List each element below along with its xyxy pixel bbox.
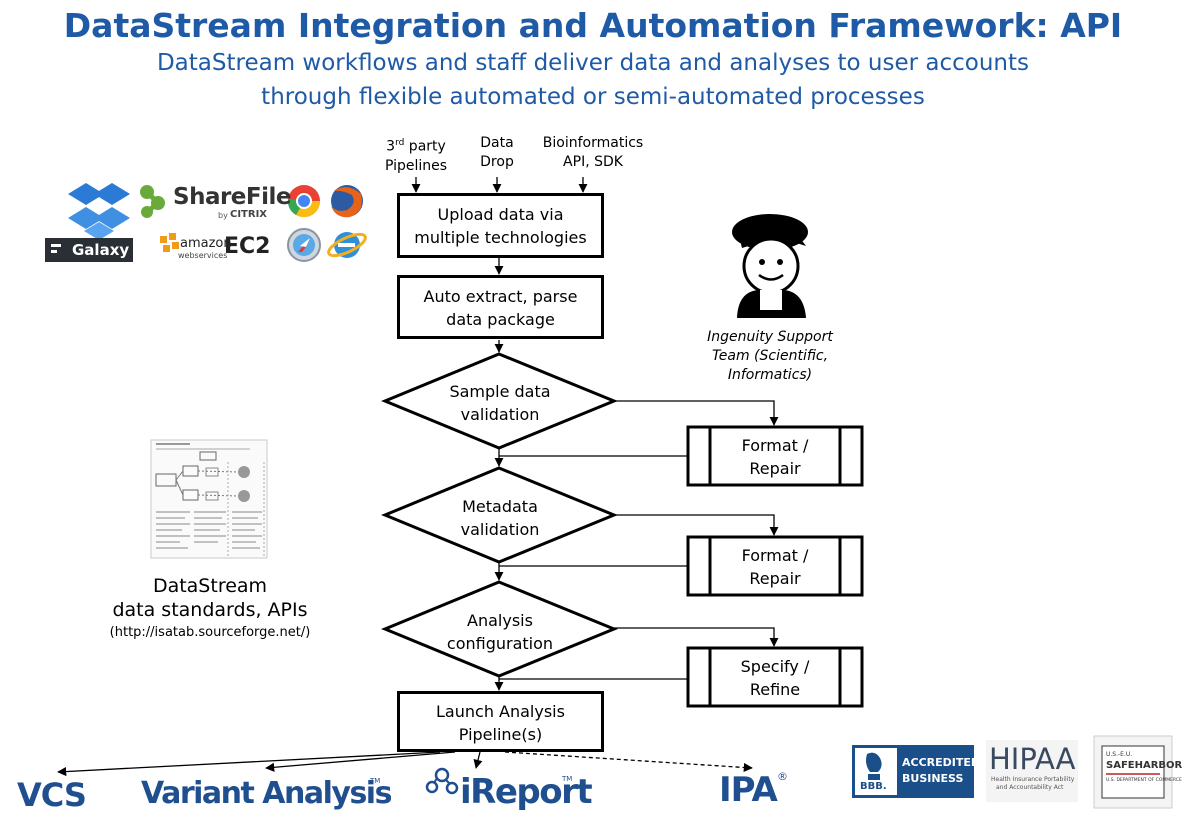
vcs-logo: VCS — [17, 776, 87, 814]
safeharbor-top-text: U.S.-E.U. — [1106, 751, 1133, 758]
bbb-mark-text: BBB. — [860, 781, 887, 792]
firefox-icon — [331, 185, 363, 218]
safari-icon — [287, 228, 321, 262]
safeharbor-badge — [1093, 735, 1173, 809]
arrow-to-vcs — [57, 751, 441, 777]
bbb-business-text: BUSINESS — [902, 772, 964, 785]
sharefile-logo-text: ShareFile — [173, 184, 291, 210]
galaxy-logo-text: Galaxy — [72, 241, 130, 259]
process-format-repair-1 — [686, 425, 864, 487]
variant-analysis-logo: Variant Analysis — [141, 776, 392, 811]
arrow-to-ireport — [473, 751, 483, 769]
citrix-by-text: by — [218, 211, 228, 220]
ipa-registered-mark: ® — [777, 770, 788, 783]
ireport-icon — [425, 767, 459, 795]
ec2-logo-text: EC2 — [224, 234, 271, 259]
hipaa-badge — [986, 740, 1078, 802]
hipaa-subtitle-1: Health Insurance Portability — [991, 776, 1075, 783]
ipa-logo: IPA — [719, 770, 778, 810]
variant-analysis-tm: TM — [370, 777, 381, 785]
arrow-to-variant-analysis — [265, 751, 456, 772]
support-person-icon — [732, 214, 808, 318]
internet-explorer-icon — [327, 232, 367, 258]
format-repair-2-label: Format /Repair — [741, 546, 809, 588]
decision-metadata-validation — [381, 466, 618, 564]
hipaa-subtitle-2: and Accountability Act — [996, 784, 1064, 791]
decision-analysis-configuration — [381, 580, 618, 678]
webservices-logo-text: webservices — [178, 251, 228, 260]
ireport-logo: iReport — [460, 772, 593, 812]
galaxy-logo — [45, 238, 133, 262]
bbb-accredited-badge — [852, 745, 974, 798]
aws-icon — [160, 233, 179, 252]
citrix-logo-text: CITRIX — [230, 209, 268, 220]
hipaa-title: HIPAA — [989, 742, 1076, 776]
sharefile-icon — [140, 185, 165, 218]
isatab-url[interactable]: (http://isatab.sourceforge.net/) — [109, 625, 311, 640]
subtitle-line-2: through flexible automated or semi-autom… — [261, 84, 925, 110]
page-title: DataStream Integration and Automation Fr… — [63, 6, 1123, 45]
bbb-accredited-text: ACCREDITED — [902, 756, 981, 769]
chrome-icon — [287, 185, 321, 218]
isatab-document-thumbnail — [150, 439, 268, 559]
process-specify-refine — [686, 646, 864, 708]
format-repair-1-label: Format /Repair — [741, 436, 809, 478]
safeharbor-title: SAFEHARBOR — [1106, 760, 1183, 771]
safeharbor-subtitle: U.S. DEPARTMENT OF COMMERCE — [1106, 778, 1182, 783]
specify-refine-label: Specify /Refine — [740, 657, 810, 699]
amazon-logo-text: amazon — [180, 236, 232, 251]
dropbox-icon — [68, 183, 130, 240]
input-third-party-pipelines: 3rd party Pipelines — [384, 138, 448, 174]
subtitle-line-1: DataStream workflows and staff deliver d… — [156, 50, 1030, 76]
ireport-tm: TM — [562, 775, 573, 783]
arrow-to-ipa — [504, 751, 753, 773]
process-format-repair-2 — [686, 535, 864, 597]
decision-sample-validation — [381, 352, 618, 450]
